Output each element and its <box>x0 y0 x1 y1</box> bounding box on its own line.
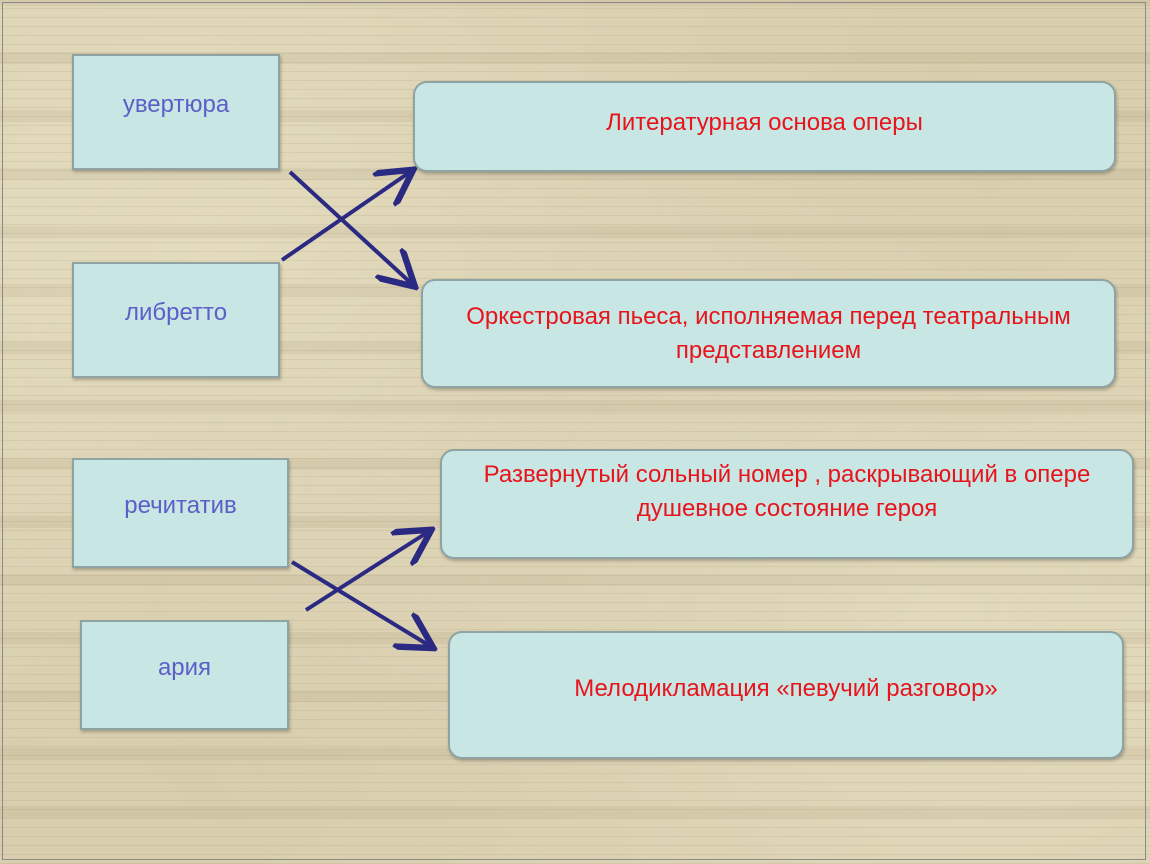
term-box-recitative[interactable]: речитатив <box>72 458 289 568</box>
term-box-uvertyura[interactable]: увертюра <box>72 54 280 170</box>
term-label: ария <box>157 654 212 681</box>
arrow-aria-to-solo <box>304 532 428 612</box>
term-box-aria[interactable]: ария <box>80 620 289 730</box>
term-label: либретто <box>124 299 228 326</box>
arrow-uvertyura-to-orchestral <box>288 170 412 284</box>
term-box-libretto[interactable]: либретто <box>72 262 280 378</box>
definition-text: Мелодикламация «певучий разговор» <box>574 675 998 702</box>
arrow-libretto-to-literary <box>280 172 410 262</box>
definition-box-melodeclamation[interactable]: Мелодикламация «певучий разговор» <box>448 631 1124 759</box>
definition-text: Оркестровая пьеса, исполняемая перед теа… <box>466 302 1071 364</box>
term-label: речитатив <box>124 492 237 519</box>
definition-text: Литературная основа оперы <box>606 108 923 136</box>
arrow-recitative-to-melodeclamation <box>290 560 430 646</box>
definition-box-literary-basis[interactable]: Литературная основа оперы <box>413 81 1116 172</box>
term-label: увертюра <box>122 91 230 118</box>
definition-box-solo-number[interactable]: Развернутый сольный номер , раскрывающий… <box>440 449 1134 559</box>
definition-text: Развернутый сольный номер , раскрывающий… <box>483 461 1091 522</box>
definition-box-orchestral-piece[interactable]: Оркестровая пьеса, исполняемая перед теа… <box>421 279 1116 388</box>
